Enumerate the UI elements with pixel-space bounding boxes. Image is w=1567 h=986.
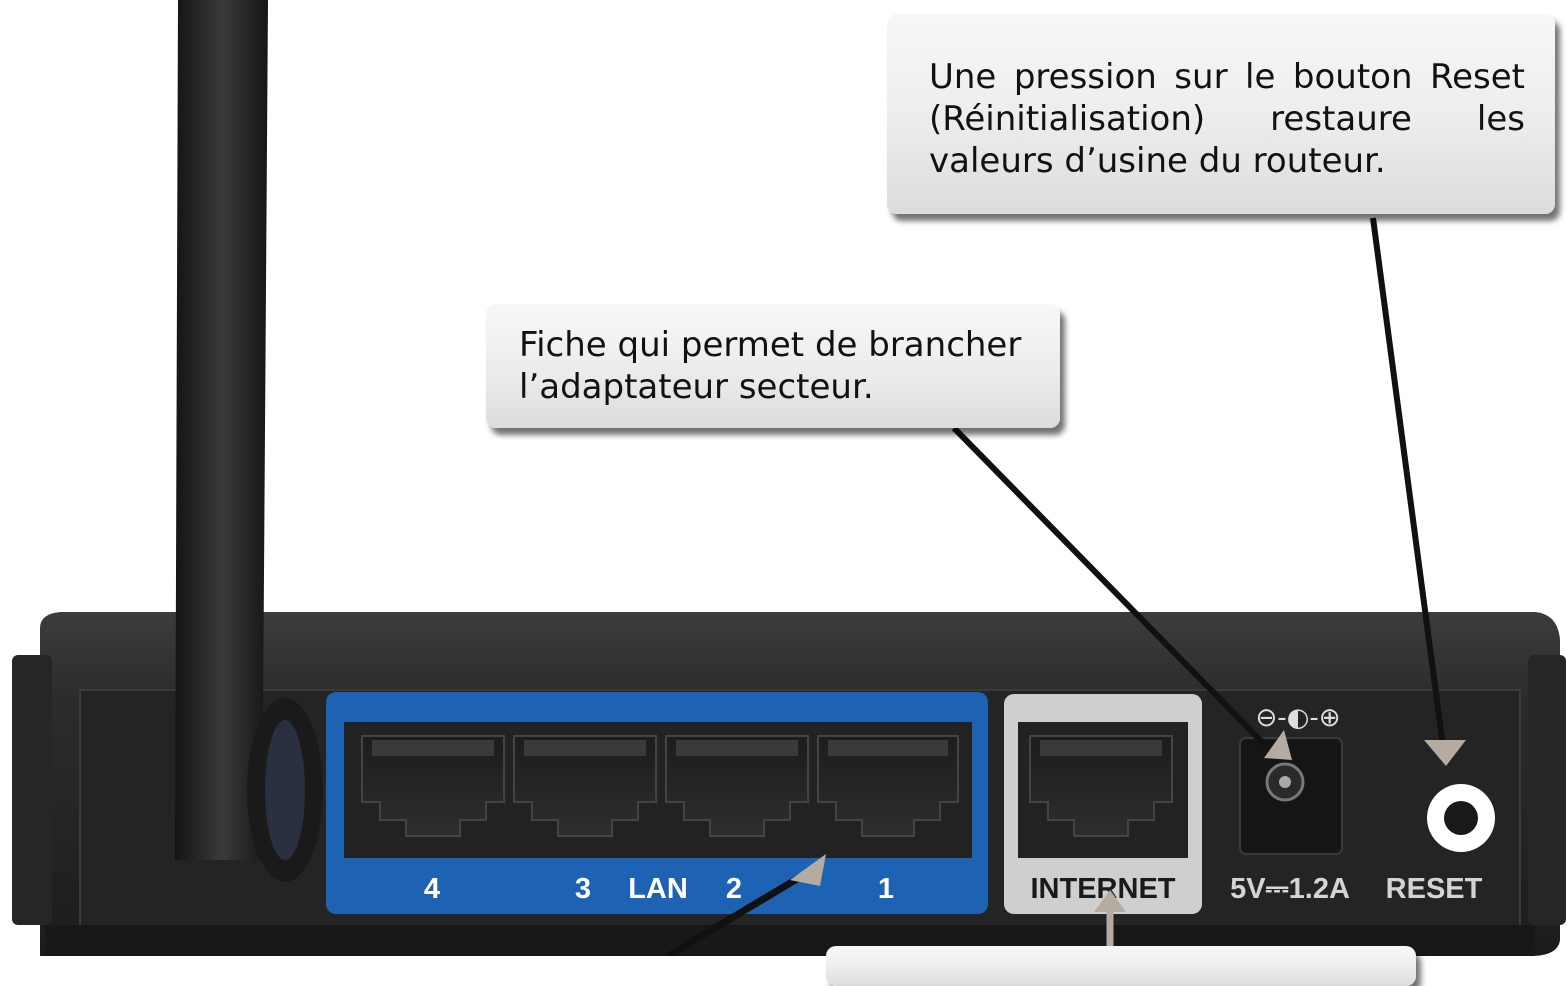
- lan-port-2-label: 2: [726, 873, 742, 905]
- pointer-reset: [1370, 217, 1466, 766]
- lan-port-1-label: 1: [878, 873, 894, 905]
- callout-reset: Une pression sur le bouton Reset (Réinit…: [887, 14, 1555, 214]
- lan-port-3-label: 3: [575, 873, 591, 905]
- callout-bottom-partial: [826, 946, 1416, 986]
- reset-label: RESET: [1386, 873, 1483, 905]
- reset-button[interactable]: [1427, 784, 1495, 852]
- lan-port-4-label: 4: [424, 873, 440, 905]
- internet-port[interactable]: [1029, 735, 1173, 837]
- lan-port-4[interactable]: [361, 735, 505, 837]
- callout-power: Fiche qui permet de brancher l’adaptateu…: [486, 304, 1060, 428]
- power-rating-label: 5V⎓1.2A: [1230, 873, 1350, 905]
- router-back-panel-diagram: 4 3 LAN 2 1 INTERNET ⊖-◐-⊕ 5V⎓1.2A RESET: [12, 0, 1566, 956]
- lan-port-3[interactable]: [513, 735, 657, 837]
- callout-power-text: Fiche qui permet de brancher l’adaptateu…: [519, 325, 1022, 407]
- lan-port-2[interactable]: [665, 735, 809, 837]
- antenna: [175, 0, 323, 882]
- internet-panel: INTERNET: [1004, 694, 1202, 914]
- pointer-power: [951, 425, 1292, 760]
- power-jack[interactable]: ⊖-◐-⊕: [1239, 703, 1343, 855]
- polarity-symbol: ⊖-◐-⊕: [1255, 703, 1340, 733]
- lan-label: LAN: [628, 873, 688, 905]
- lan-port-1[interactable]: [817, 735, 959, 837]
- pointer-lan: [666, 854, 826, 956]
- callout-reset-text: Une pression sur le bouton Reset (Réinit…: [929, 57, 1525, 181]
- lan-panel: 4 3 LAN 2 1: [326, 692, 988, 914]
